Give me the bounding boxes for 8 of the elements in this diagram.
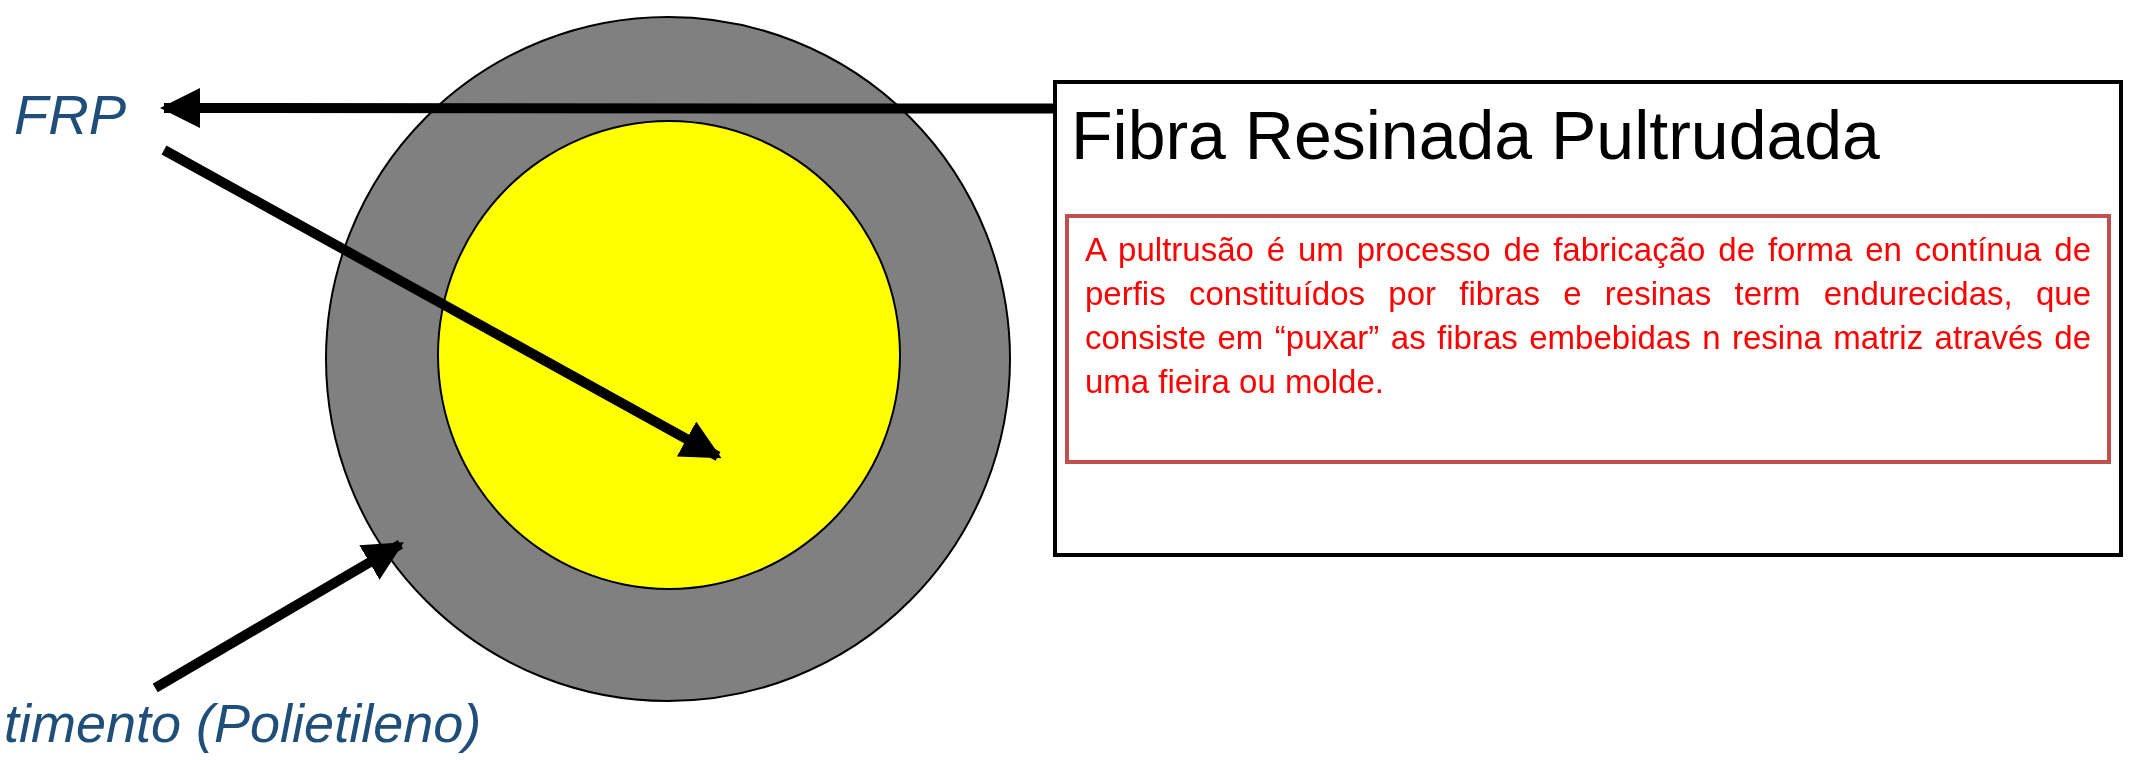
arrow — [152, 539, 404, 693]
part-label: FRP — [14, 80, 164, 150]
arrow — [161, 145, 722, 461]
description-box: A pultrusão é um processo de fabricação de forma en contínua de perfis constituídos por fibras e resinas term endurecidas, que consiste em “puxar” as fibras embebidas n resina matriz através de uma fieira ou molde. — [1065, 214, 2111, 464]
title-box — [1053, 80, 2123, 557]
part-label: timento (Polietileno) — [4, 690, 564, 756]
heading-text: Fibra Resinada Pultrudada — [1071, 96, 1880, 175]
arrow — [160, 88, 1053, 129]
